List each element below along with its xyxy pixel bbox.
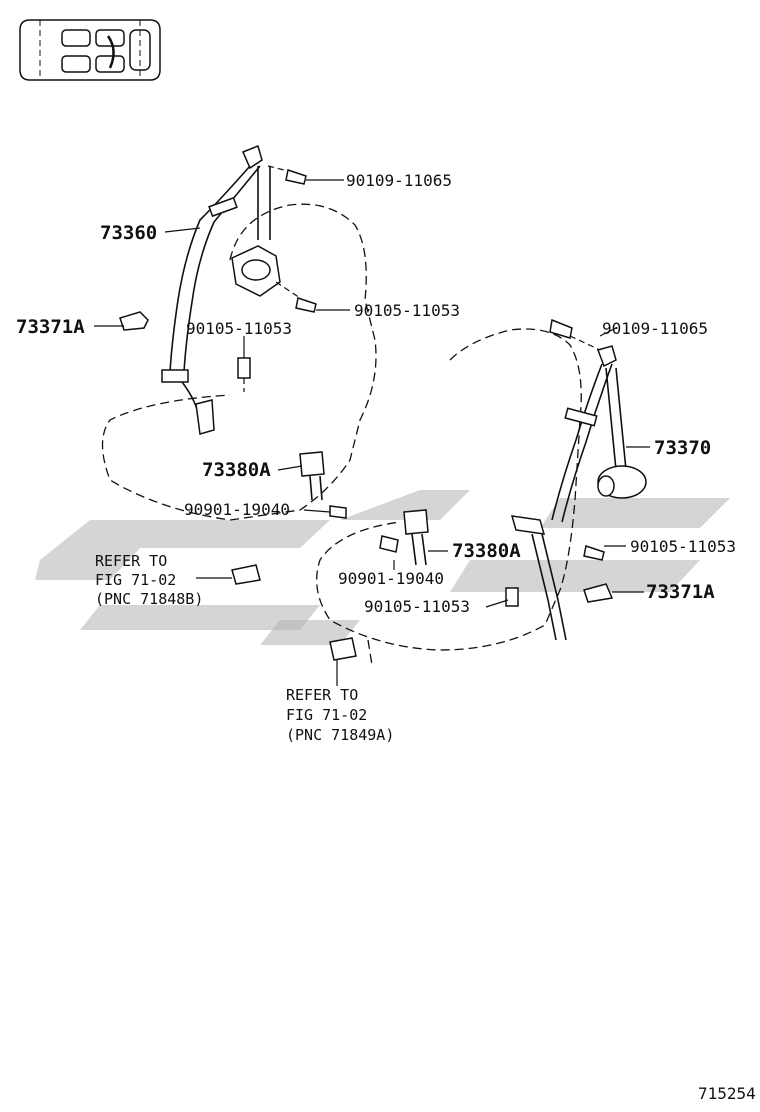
watermark	[35, 490, 730, 645]
ref-bottom-line3: (PNC 71849A)	[286, 726, 394, 744]
label-bolt-top-left: 90109-11065	[346, 171, 452, 190]
part-labels: 90109-11065 73360 90105-11053 73371A 901…	[16, 171, 756, 1103]
vehicle-seat-layout-icon	[19, 19, 161, 81]
label-bolt-top-right: 90109-11065	[602, 319, 708, 338]
ref-left-line2: FIG 71-02	[95, 571, 176, 589]
leader-lines	[94, 179, 650, 686]
label-bolt-lower-left: 90105-11053	[186, 319, 292, 338]
label-belt-left: 73360	[100, 222, 157, 244]
right-seatbelt-assembly	[329, 318, 647, 661]
left-seatbelt-assembly	[119, 144, 347, 585]
figure-number: 715254	[698, 1084, 756, 1103]
label-buckle-left: 73380A	[202, 459, 271, 481]
ref-bottom-line1: REFER TO	[286, 686, 358, 704]
label-bolt-buckle-right: 90901-19040	[338, 569, 444, 588]
label-bolt-buckle-left: 90901-19040	[184, 500, 290, 519]
right-seat-outline	[316, 328, 582, 666]
label-bolt-lower-right: 90105-11053	[364, 597, 470, 616]
label-cover-right: 73371A	[646, 581, 715, 603]
label-belt-right: 73370	[654, 437, 711, 459]
label-buckle-right: 73380A	[452, 540, 521, 562]
ref-left-line1: REFER TO	[95, 552, 167, 570]
label-cover-left: 73371A	[16, 316, 85, 338]
ref-bottom-line2: FIG 71-02	[286, 706, 367, 724]
label-bolt-retractor-left: 90105-11053	[354, 301, 460, 320]
label-bolt-retractor-right: 90105-11053	[630, 537, 736, 556]
ref-left-line3: (PNC 71848B)	[95, 590, 203, 608]
left-seat-outline	[101, 203, 377, 521]
